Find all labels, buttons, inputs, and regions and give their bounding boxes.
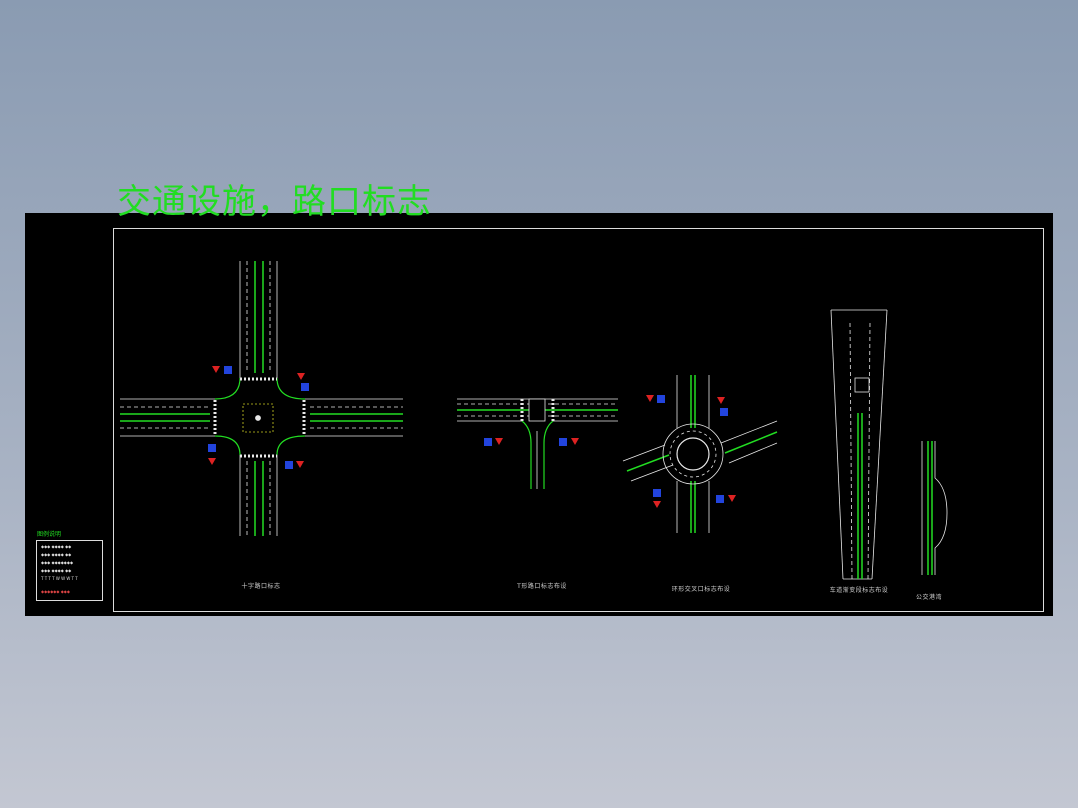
cross-intersection xyxy=(120,261,403,536)
caption-roundabout: 环形交叉口标志布设 xyxy=(671,586,731,593)
sign-group-t xyxy=(484,438,579,446)
legend-row: ◆◆◆ ◆◆◆◆◆◆◆ xyxy=(41,560,74,565)
legend-row: T T T T W W W T T xyxy=(41,576,78,581)
legend-row: ◆◆◆◆◆◆ ◆◆◆ xyxy=(41,589,70,594)
legend-row: ◆◆◆ ◆◆◆◆ ◆◆ xyxy=(41,552,72,557)
bus-bay xyxy=(921,441,948,575)
caption-cross: 十字路口标志 xyxy=(241,583,281,590)
sign-group-roundabout xyxy=(646,395,736,508)
caption-busbay: 公交港湾 xyxy=(915,594,943,601)
cad-canvas[interactable]: 十字路口标志 T形路口标志布设 环形交叉口标志布设 车道渐变段标志布设 公交港湾… xyxy=(25,213,1053,616)
caption-taper: 车道渐变段标志布设 xyxy=(829,587,889,594)
legend-row: ◆◆◆ ◆◆◆◆ ◆◆ xyxy=(41,544,72,549)
sign-group-cross xyxy=(208,366,309,469)
drawing-frame xyxy=(113,228,1044,612)
lane-taper xyxy=(830,309,888,580)
drawing-title: 交通设施，路口标志 xyxy=(117,182,432,222)
drawing-layer xyxy=(120,261,948,580)
legend-title: 图例说明 xyxy=(37,531,62,538)
legend-row: ◆◆◆ ◆◆◆◆ ◆◆ xyxy=(41,568,72,573)
caption-t: T形路口标志布设 xyxy=(517,583,567,590)
legend-box: ◆◆◆ ◆◆◆◆ ◆◆ ◆◆◆ ◆◆◆◆ ◆◆ ◆◆◆ ◆◆◆◆◆◆◆ ◆◆◆ … xyxy=(36,540,103,601)
t-intersection xyxy=(457,398,618,489)
roundabout xyxy=(622,375,778,533)
